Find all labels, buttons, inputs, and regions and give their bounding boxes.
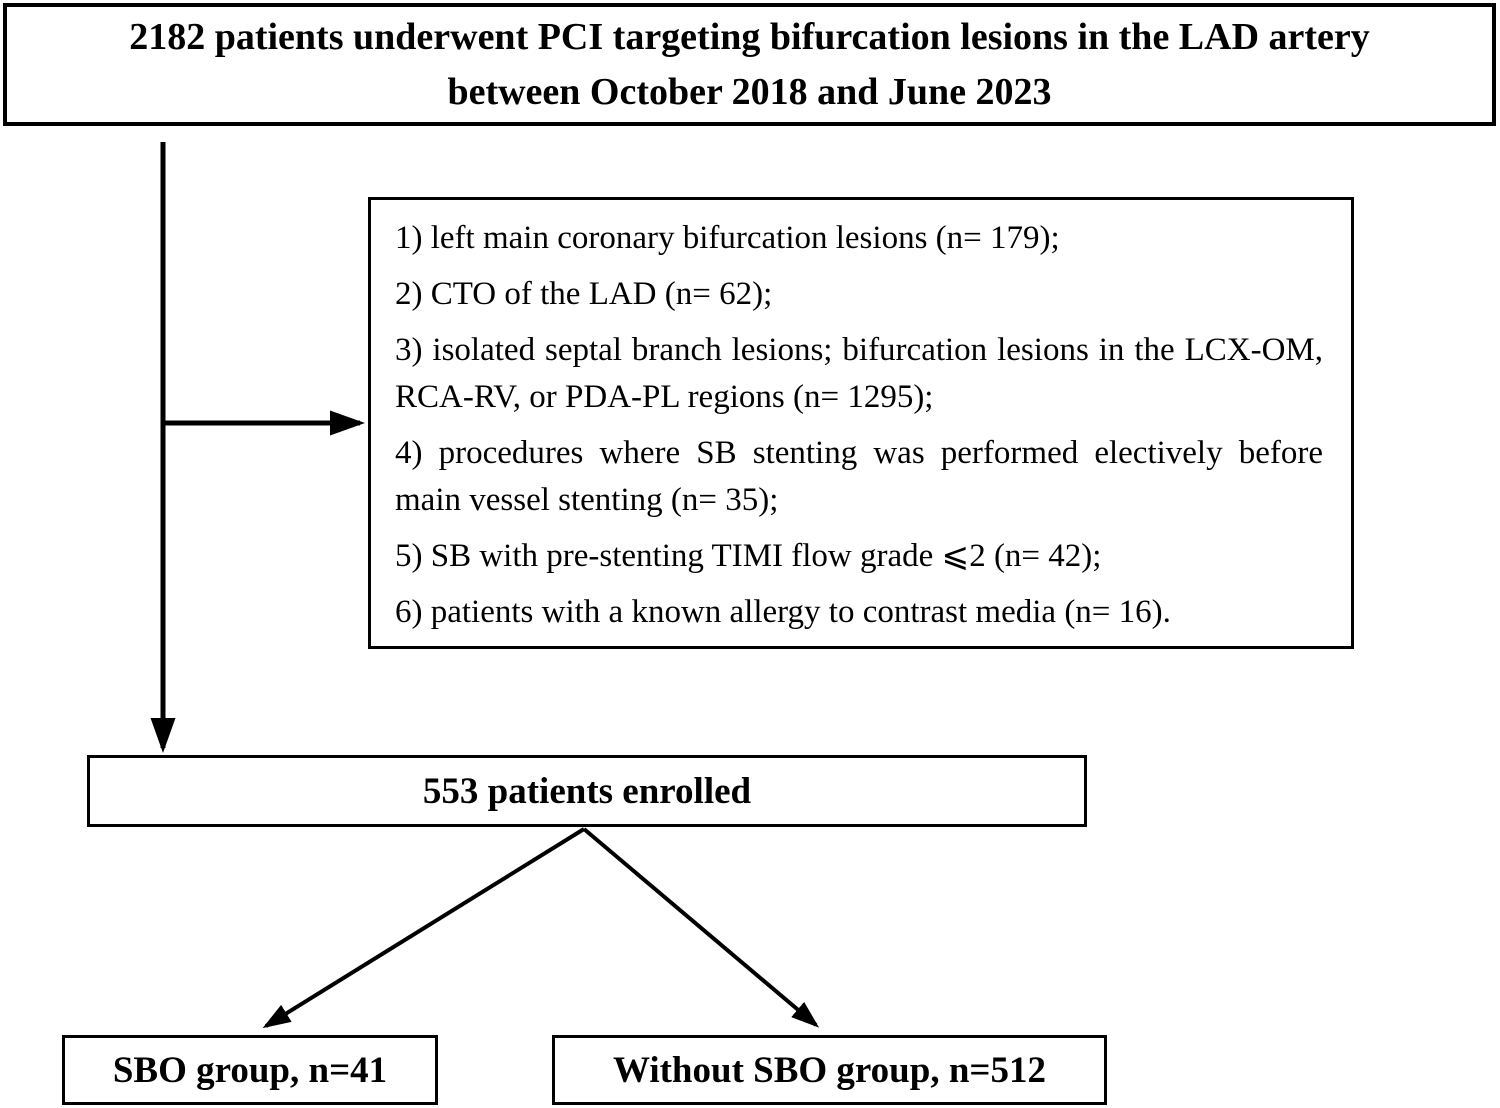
exclusion-item-5: 5) SB with pre-stenting TIMI flow grade … [395, 538, 1102, 574]
without-sbo-group-box: Without SBO group, n=512 [552, 1035, 1107, 1105]
exclusion-item-3: 3) isolated septal branch lesions; bifur… [395, 332, 1323, 415]
sbo-group-text: SBO group, n=41 [112, 1049, 388, 1091]
exclusion-item-1: 1) left main coronary bifurcation lesion… [395, 220, 1060, 256]
exclusion-item-6: 6) patients with a known allergy to cont… [395, 594, 1171, 630]
exclusion-item-2: 2) CTO of the LAD (n= 62); [395, 276, 773, 312]
exclusion-item-4: 4) procedures where SB stenting was perf… [395, 435, 1323, 518]
arrow-enrolled-to-without-sbo [582, 827, 820, 1028]
without-sbo-group-text: Without SBO group, n=512 [612, 1049, 1046, 1091]
enrolled-text: 553 patients enrolled [422, 770, 752, 812]
initial-cohort-text-line2: between October 2018 and June 2023 [447, 70, 1052, 113]
initial-cohort-text-line1: 2182 patients underwent PCI targeting bi… [129, 15, 1370, 58]
enrolled-box: 553 patients enrolled [87, 755, 1087, 827]
exclusion-criteria-box: 1) left main coronary bifurcation lesion… [368, 197, 1354, 649]
arrow-enrolled-to-sbo [262, 827, 586, 1029]
initial-cohort-box: 2182 patients underwent PCI targeting bi… [3, 3, 1496, 126]
sbo-group-box: SBO group, n=41 [62, 1035, 438, 1105]
